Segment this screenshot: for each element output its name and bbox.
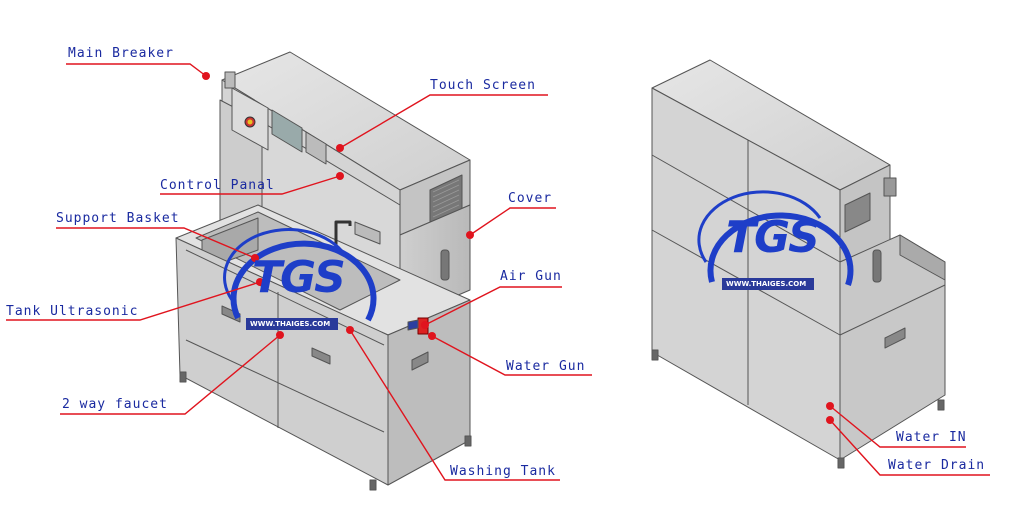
front-view-machine xyxy=(175,51,472,491)
cabinet-handle xyxy=(411,351,429,371)
label-water-gun: Water Gun xyxy=(506,359,586,374)
label-main-breaker: Main Breaker xyxy=(68,46,174,61)
watermark-logo-left xyxy=(223,228,377,330)
label-washing-tank: Washing Tank xyxy=(450,464,556,479)
label-touch-screen: Touch Screen xyxy=(430,78,536,93)
rear-view-machine xyxy=(651,59,946,469)
label-air-gun: Air Gun xyxy=(500,269,562,284)
label-water-drain: Water Drain xyxy=(888,458,986,473)
label-tank-ultrasonic: Tank Ultrasonic xyxy=(6,304,139,319)
rear-cabinet-side xyxy=(839,234,946,461)
faucet xyxy=(334,220,352,248)
watermark-logo-right xyxy=(697,190,854,290)
label-water-in: Water IN xyxy=(896,430,967,445)
watermark-url-text: WWW.THAIGES.COM xyxy=(726,280,807,288)
rear-vent xyxy=(844,192,871,233)
touch-screen-panel xyxy=(271,109,303,153)
cabinet-handle xyxy=(311,347,331,365)
watermark-logo-text: TGS xyxy=(252,252,346,303)
leader-lines xyxy=(6,63,990,481)
small-panel xyxy=(305,131,327,165)
rear-cabinet-handle xyxy=(884,327,906,349)
callout-dots xyxy=(202,72,834,424)
watermark-url-text: WWW.THAIGES.COM xyxy=(250,320,331,328)
breaker-box xyxy=(224,71,236,89)
rear-breaker xyxy=(883,177,897,197)
gun-holder xyxy=(354,221,381,245)
watermark-logo-text: TGS xyxy=(726,212,820,263)
label-support-basket: Support Basket xyxy=(56,211,180,226)
label-cover: Cover xyxy=(508,191,553,206)
label-control-panal: Control Panal xyxy=(160,178,275,193)
label-2-way-faucet: 2 way faucet xyxy=(62,397,168,412)
cover-handle xyxy=(440,249,450,281)
rear-handle xyxy=(872,249,882,283)
